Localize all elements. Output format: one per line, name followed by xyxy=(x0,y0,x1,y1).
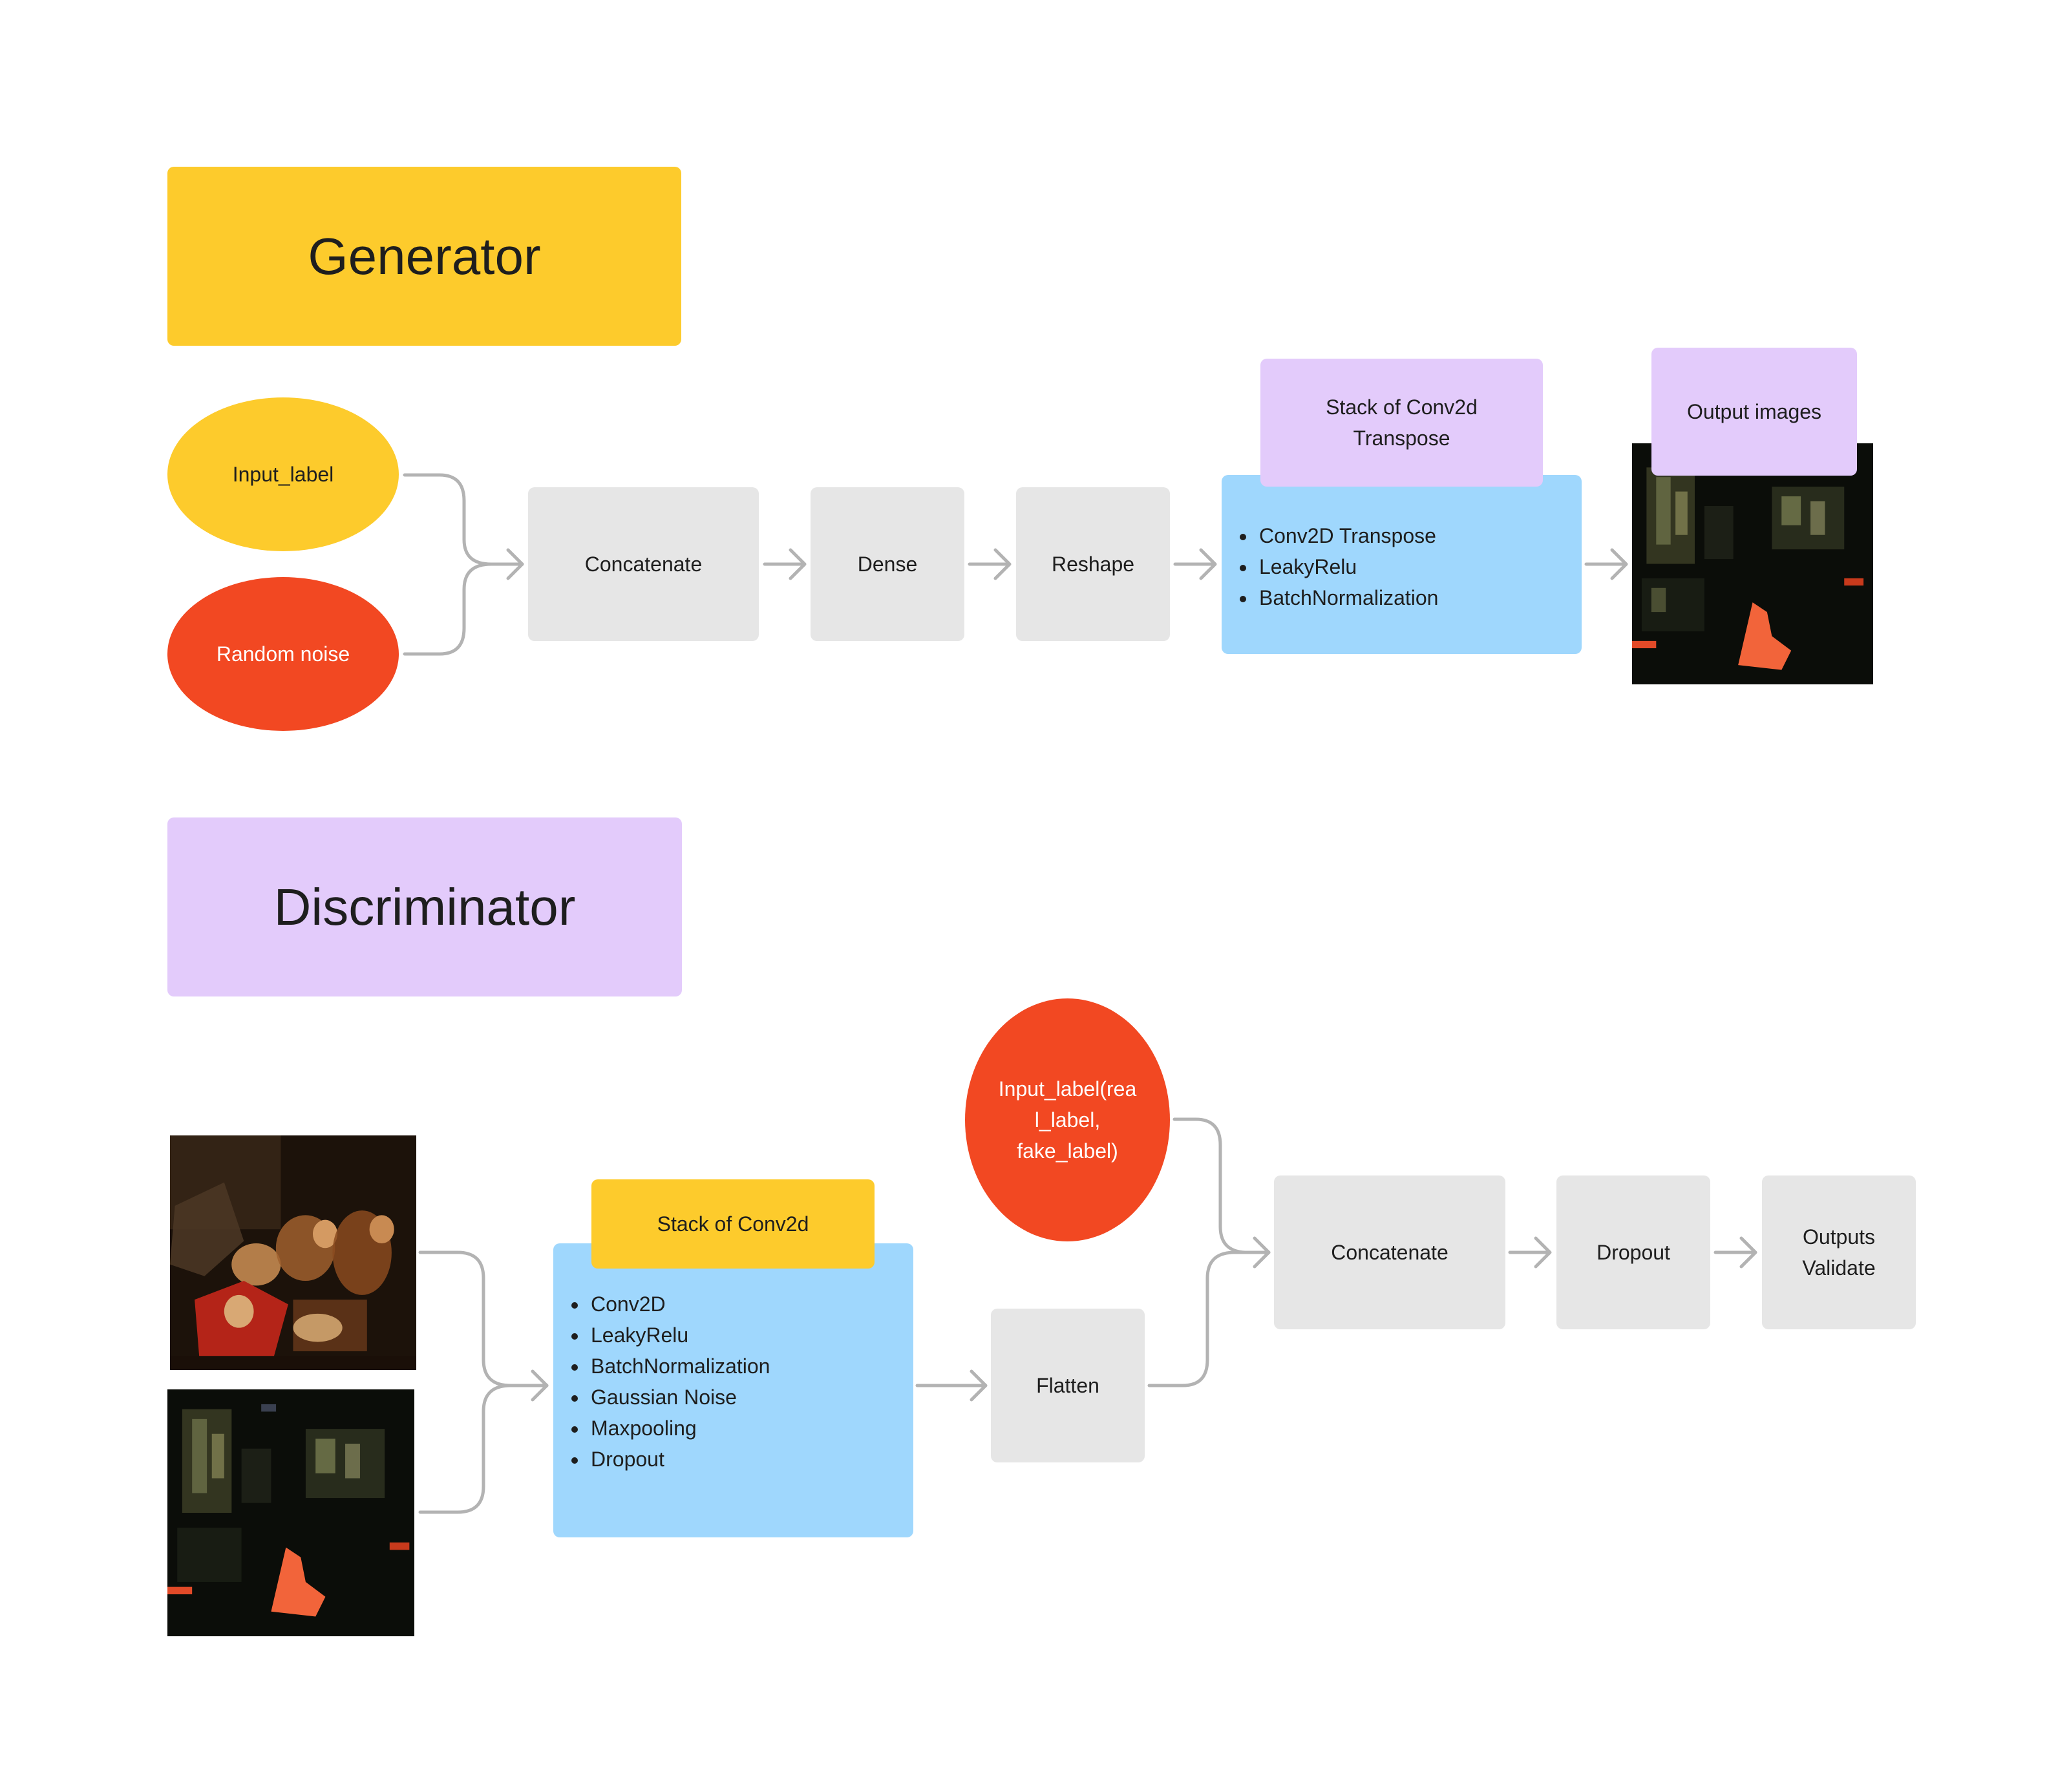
generator-concatenate-text: Concatenate xyxy=(584,553,703,576)
connector-random-noise-to-concatenate xyxy=(403,562,524,656)
conv2d-transpose-stack[interactable]: Conv2D Transpose LeakyRelu BatchNormaliz… xyxy=(1222,475,1582,654)
connector-real-image-to-stack xyxy=(418,1250,549,1387)
arrowhead-concatenate xyxy=(506,548,524,580)
reshape-node[interactable]: Reshape xyxy=(1016,487,1170,641)
generated-fake-image xyxy=(167,1389,414,1636)
real-painting-image xyxy=(170,1135,416,1370)
generator-title-text: Generator xyxy=(308,227,541,285)
conv2d-stack-title-text: Stack of Conv2d xyxy=(657,1212,809,1236)
output-images-label: Output images xyxy=(1651,348,1857,476)
conv2d-stack-title: Stack of Conv2d xyxy=(591,1179,875,1269)
disc-input-label-node[interactable]: Input_label(rea l_label, fake_label) xyxy=(965,998,1170,1241)
layer-item: Conv2D Transpose xyxy=(1257,520,1569,551)
input-label-text: Input_label xyxy=(232,463,334,486)
connector-fake-image-to-stack xyxy=(418,1384,549,1514)
dropout-node[interactable]: Dropout xyxy=(1556,1175,1710,1329)
outputs-validate-node[interactable]: Outputs Validate xyxy=(1762,1175,1916,1329)
outputs-line1: Outputs xyxy=(1802,1225,1876,1249)
stack-title-line1: Stack of Conv2d xyxy=(1326,395,1478,419)
conv2d-layer-list: Conv2D LeakyRelu BatchNormalization Gaus… xyxy=(566,1289,900,1475)
connector-stack-to-output xyxy=(1584,548,1628,580)
input-label-node[interactable]: Input_label xyxy=(167,397,399,551)
disc-input-label-line3: fake_label) xyxy=(1017,1139,1118,1163)
dense-node[interactable]: Dense xyxy=(811,487,964,641)
connector-dense-to-reshape xyxy=(968,548,1012,580)
disc-concatenate-text: Concatenate xyxy=(1331,1241,1448,1264)
connector-input-label-to-disc-concatenate xyxy=(1172,1117,1271,1254)
arrowhead-disc-concatenate xyxy=(1253,1236,1271,1269)
conv2d-transpose-layer-list: Conv2D Transpose LeakyRelu BatchNormaliz… xyxy=(1235,520,1569,613)
generator-concatenate-node[interactable]: Concatenate xyxy=(528,487,759,641)
dropout-text: Dropout xyxy=(1597,1241,1670,1264)
layer-item: BatchNormalization xyxy=(1257,582,1569,613)
connector-dropout-to-outputs xyxy=(1714,1236,1757,1269)
layer-item: BatchNormalization xyxy=(588,1351,900,1382)
stack-title-line2: Transpose xyxy=(1353,427,1450,450)
layer-item: Conv2D xyxy=(588,1289,900,1320)
connector-stack-to-flatten xyxy=(915,1369,988,1402)
disc-input-label-line1: Input_label(rea xyxy=(998,1077,1137,1101)
layer-item: Maxpooling xyxy=(588,1413,900,1444)
discriminator-title: Discriminator xyxy=(167,817,682,996)
output-images-text: Output images xyxy=(1686,400,1822,423)
flatten-text: Flatten xyxy=(1036,1374,1099,1397)
layer-item: LeakyRelu xyxy=(1257,551,1569,582)
random-noise-text: Random noise xyxy=(216,642,350,666)
dense-text: Dense xyxy=(857,553,918,576)
connector-input-label-to-concatenate xyxy=(403,473,524,566)
layer-item: Dropout xyxy=(588,1444,900,1475)
connector-reshape-to-stack xyxy=(1173,548,1217,580)
connector-concatenate-to-dense xyxy=(763,548,807,580)
random-noise-node[interactable]: Random noise xyxy=(167,577,399,731)
conv2d-stack[interactable]: Conv2D LeakyRelu BatchNormalization Gaus… xyxy=(553,1243,913,1537)
generated-output-image xyxy=(1632,443,1873,684)
disc-input-label-line2: l_label, xyxy=(1034,1108,1101,1132)
generator-title: Generator xyxy=(167,167,681,346)
reshape-text: Reshape xyxy=(1051,553,1135,576)
conv2d-transpose-stack-title: Stack of Conv2d Transpose xyxy=(1260,359,1543,487)
connector-disc-concatenate-to-dropout xyxy=(1508,1236,1552,1269)
outputs-line2: Validate xyxy=(1802,1256,1876,1280)
layer-item: Gaussian Noise xyxy=(588,1382,900,1413)
connector-flatten-to-disc-concatenate xyxy=(1147,1250,1271,1387)
arrowhead-disc-stack xyxy=(531,1369,549,1402)
layer-item: LeakyRelu xyxy=(588,1320,900,1351)
discriminator-concatenate-node[interactable]: Concatenate xyxy=(1274,1175,1505,1329)
discriminator-title-text: Discriminator xyxy=(273,878,576,936)
flatten-node[interactable]: Flatten xyxy=(991,1309,1145,1462)
